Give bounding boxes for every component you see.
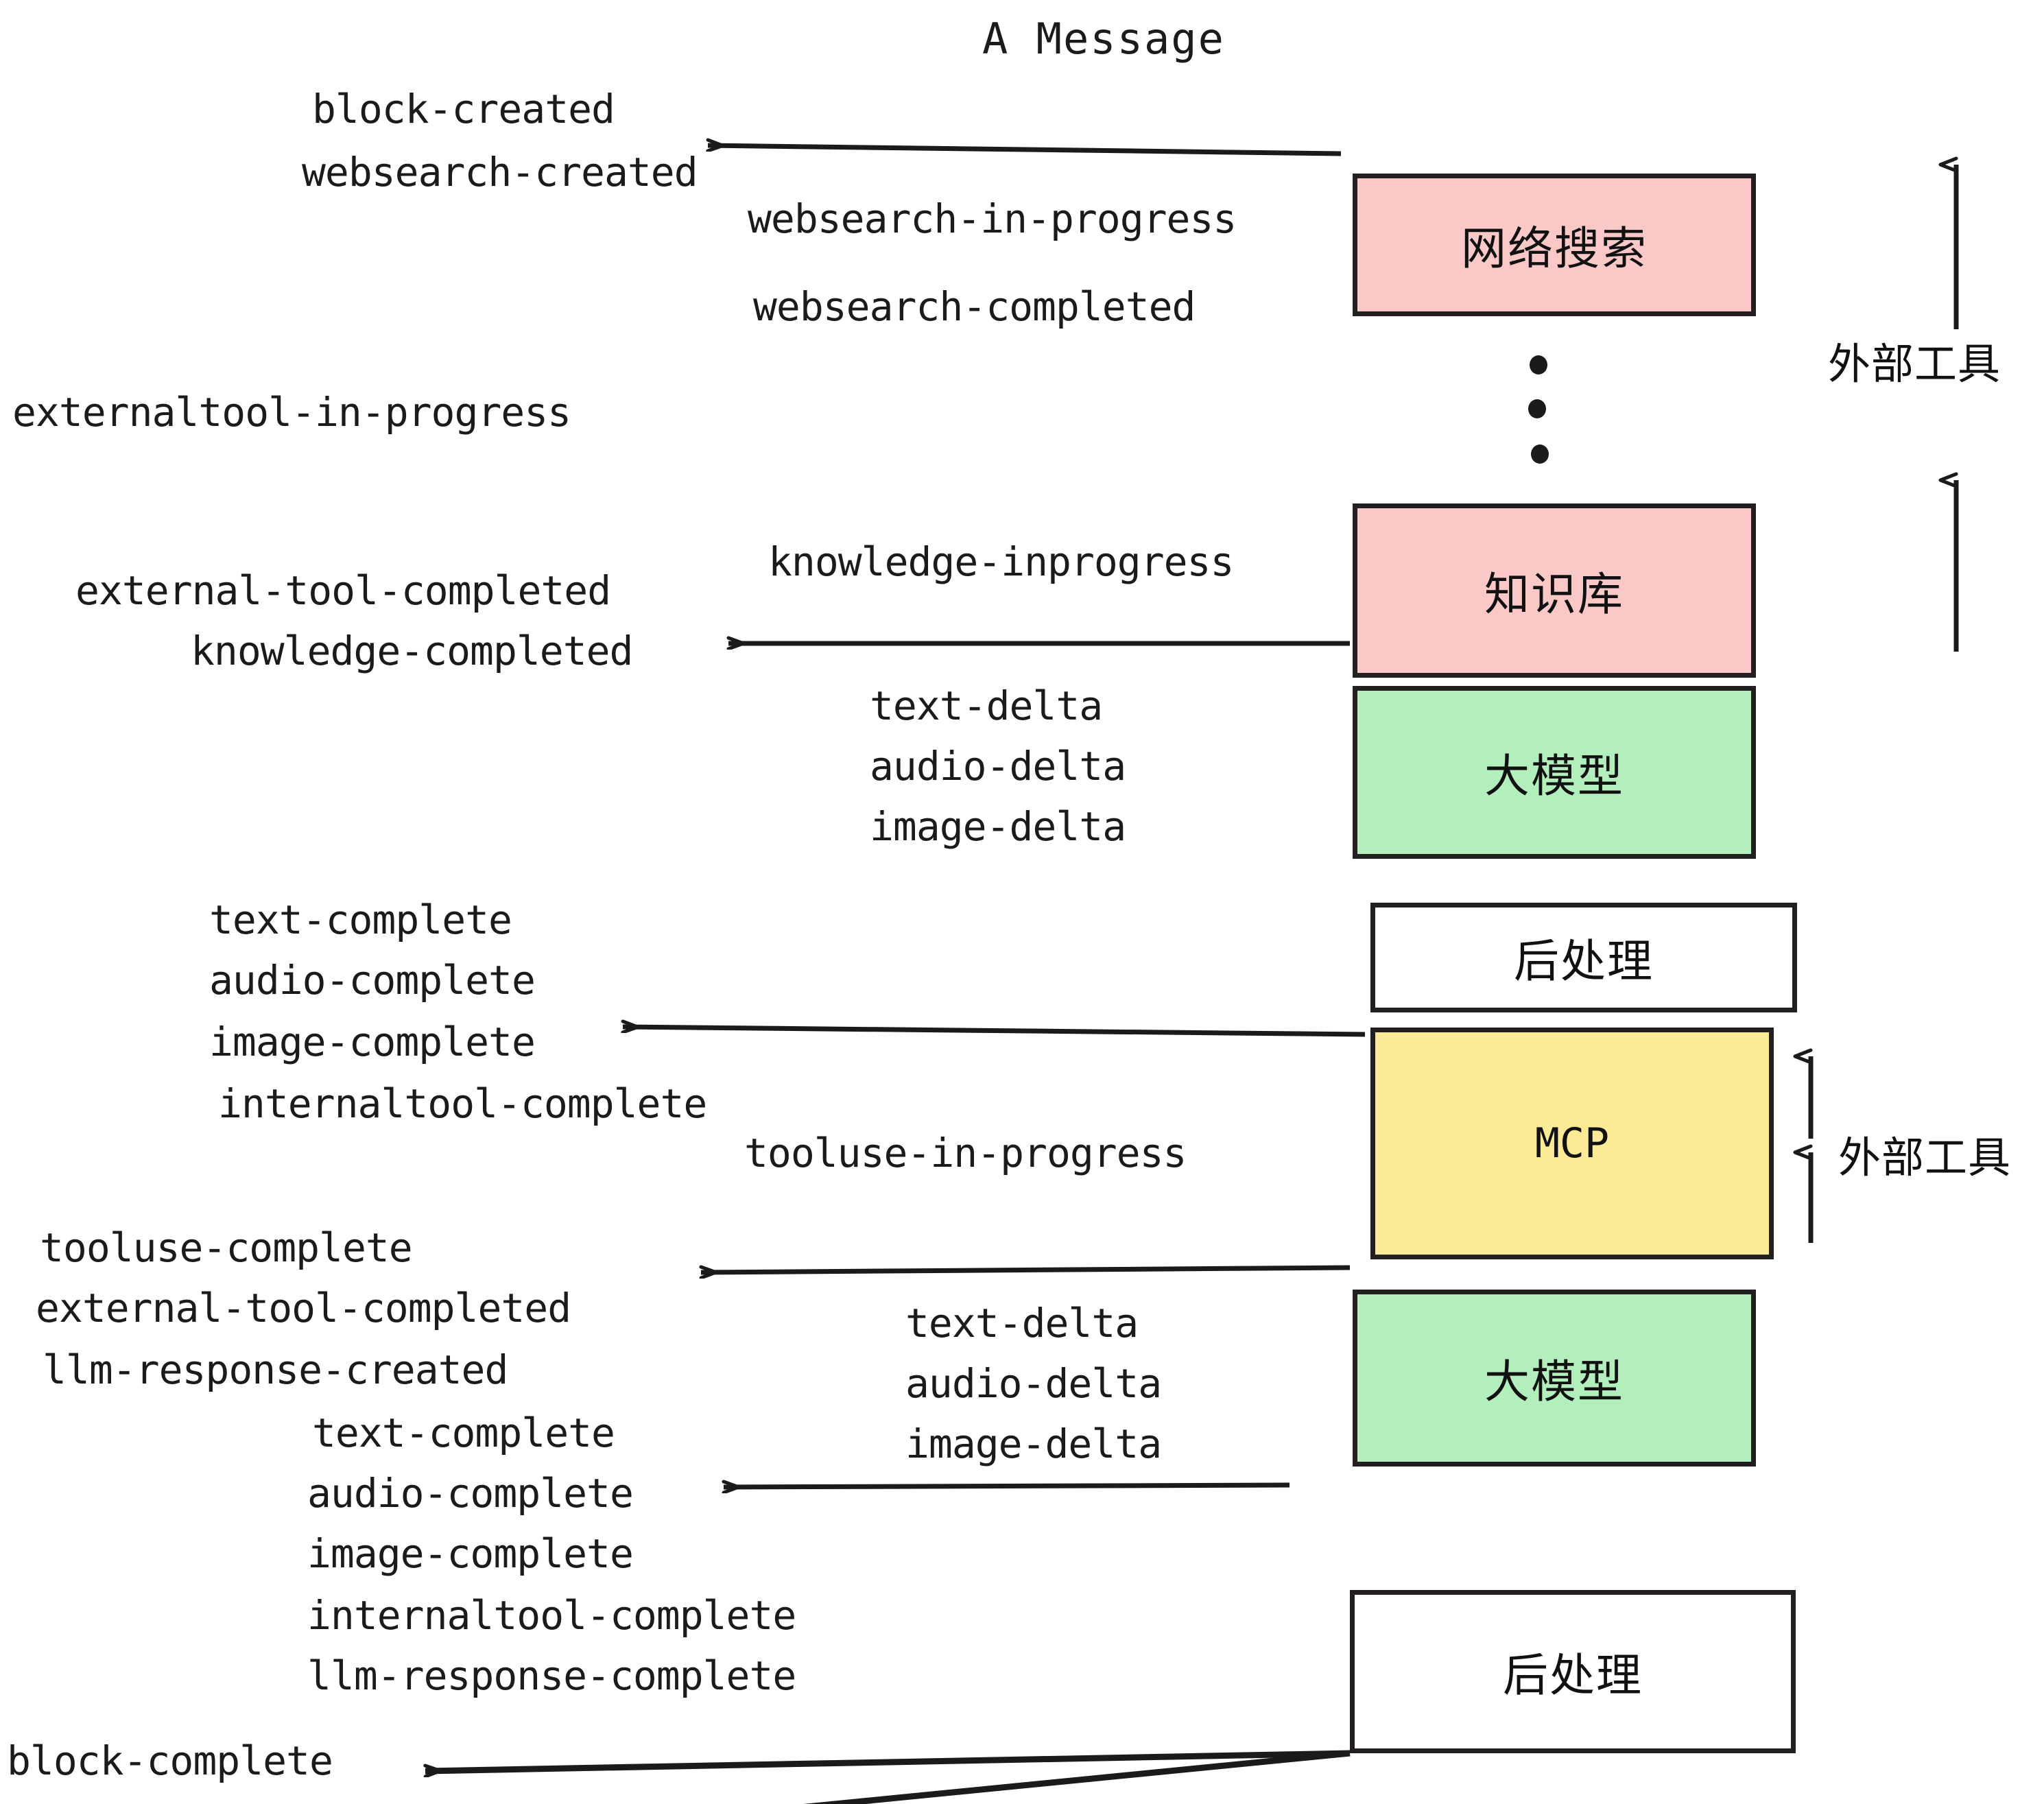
event-label: websearch-in-progress xyxy=(748,195,1237,242)
event-label: text-complete xyxy=(209,897,512,943)
event-label: image-delta xyxy=(870,803,1126,850)
event-label: image-complete xyxy=(307,1530,634,1577)
event-label: external-tool-completed xyxy=(75,567,611,614)
event-label: externaltool-in-progress xyxy=(12,389,571,436)
event-label: tooluse-in-progress xyxy=(744,1130,1187,1176)
side-label-external-tool-top: 外部工具 xyxy=(1828,339,2001,389)
event-label: knowledge-inprogress xyxy=(768,538,1234,585)
page-title: A Message xyxy=(982,14,1225,64)
arrow-audio-complete xyxy=(724,1485,1290,1487)
event-label: audio-complete xyxy=(209,957,536,1004)
node-postprocess-first[interactable]: 后处理 xyxy=(1370,903,1797,1012)
event-label: audio-complete xyxy=(307,1470,634,1517)
event-label: internaltool-complete xyxy=(218,1080,707,1127)
event-label: llm-response-complete xyxy=(307,1652,796,1699)
arrow-block-complete xyxy=(803,1750,1351,1804)
event-label: image-delta xyxy=(905,1421,1162,1467)
ellipsis-dot xyxy=(1528,399,1546,418)
arrow-websearch-to-block-created xyxy=(708,145,1342,156)
node-llm-second[interactable]: 大模型 xyxy=(1353,1290,1756,1467)
event-label: text-complete xyxy=(312,1410,615,1456)
node-knowledge-base[interactable]: 知识库 xyxy=(1353,503,1756,678)
node-llm-first[interactable]: 大模型 xyxy=(1353,686,1756,859)
event-label: text-delta xyxy=(870,683,1103,729)
arrow-block-complete-line xyxy=(425,1750,1351,1771)
arrow-tooluse-complete xyxy=(701,1265,1351,1272)
arrow-image-complete xyxy=(623,1027,1366,1037)
event-label: block-created xyxy=(312,86,615,132)
side-label-external-tool-bottom: 外部工具 xyxy=(1838,1132,2012,1183)
event-label: internaltool-complete xyxy=(307,1592,796,1639)
ellipsis-dot xyxy=(1530,355,1547,375)
ellipsis-dot xyxy=(1531,444,1549,464)
event-label: tooluse-complete xyxy=(40,1224,413,1271)
event-label: knowledge-completed xyxy=(191,628,633,674)
node-web-search[interactable]: 网络搜索 xyxy=(1353,174,1756,316)
event-label: block-complete xyxy=(7,1737,333,1784)
event-label: text-delta xyxy=(905,1300,1139,1346)
node-mcp[interactable]: MCP xyxy=(1370,1028,1774,1259)
event-label: image-complete xyxy=(209,1019,536,1065)
event-label: external-tool-completed xyxy=(36,1285,571,1331)
event-label: audio-delta xyxy=(905,1360,1162,1407)
event-label: websearch-completed xyxy=(753,283,1196,330)
event-label: websearch-created xyxy=(302,149,698,195)
node-postprocess-second[interactable]: 后处理 xyxy=(1350,1590,1796,1753)
event-label: llm-response-created xyxy=(43,1346,508,1393)
event-label: audio-delta xyxy=(870,743,1126,790)
